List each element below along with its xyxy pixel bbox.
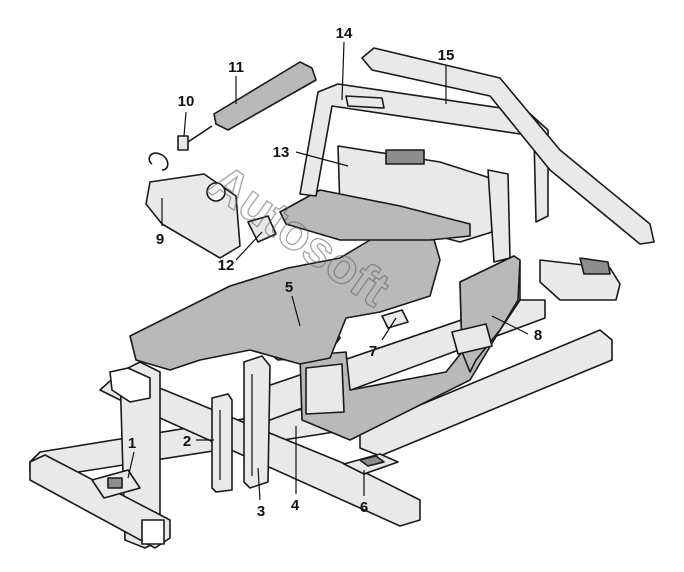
leader-lines (127, 41, 529, 501)
callout-4: 4 (291, 497, 300, 514)
callout-11: 11 (228, 59, 244, 76)
callout-14: 14 (336, 25, 353, 42)
callout-3: 3 (257, 503, 265, 520)
part-15-side-rail (345, 47, 655, 245)
callout-15: 15 (438, 47, 455, 64)
callout-12: 12 (218, 257, 235, 274)
part-6-plate (343, 453, 399, 475)
callout-labels: 1 2 3 4 5 6 7 8 9 10 11 12 13 14 15 (128, 25, 542, 520)
callout-10: 10 (178, 93, 195, 110)
callout-6: 6 (360, 499, 368, 516)
callout-7: 7 (369, 343, 377, 360)
callout-2: 2 (183, 433, 191, 450)
part-2-trim-panel (211, 393, 233, 493)
callout-13: 13 (273, 144, 290, 161)
part-13-rear-panel (279, 145, 493, 243)
part-12-visor-clip (206, 182, 277, 243)
part-10-clip (177, 125, 213, 151)
part-14-roll-bar (299, 83, 549, 263)
front-floor-carpet (129, 225, 441, 371)
callout-9: 9 (156, 231, 164, 248)
part-8-side-carpet (451, 255, 521, 373)
callout-1: 1 (128, 435, 136, 452)
part-11-rod (213, 61, 317, 131)
part-3-trim-panel (243, 355, 271, 489)
callout-5: 5 (285, 279, 293, 296)
callout-8: 8 (534, 327, 542, 344)
